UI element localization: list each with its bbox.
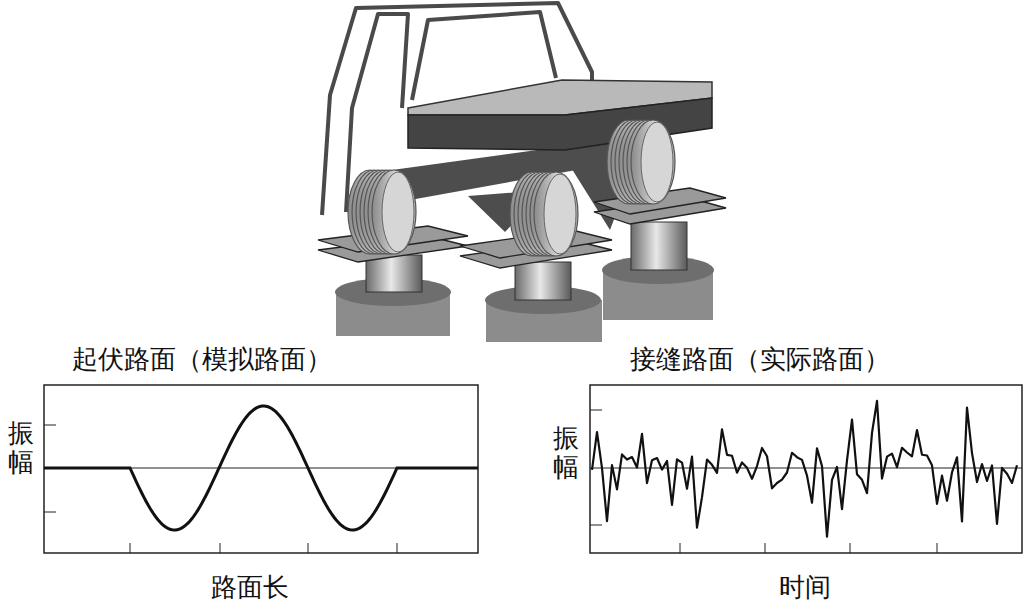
axis-label: 时间 [779, 573, 831, 603]
chart-title: 接缝路面（实际路面） [630, 345, 890, 375]
axis-label: 振幅 [8, 420, 34, 477]
chart-right [590, 385, 1022, 553]
chart-title: 起伏路面（模拟路面） [72, 345, 332, 375]
chart-left [44, 385, 478, 553]
truck-wheel [607, 120, 675, 204]
truck-wheel [348, 120, 675, 256]
truck-wheel [348, 170, 416, 254]
road-signal-curve [592, 401, 1017, 537]
axis-label: 路面长 [211, 573, 289, 603]
axis-label: 振幅 [553, 425, 579, 482]
road-profile-curve [44, 406, 478, 530]
truck-wheel [510, 172, 578, 256]
